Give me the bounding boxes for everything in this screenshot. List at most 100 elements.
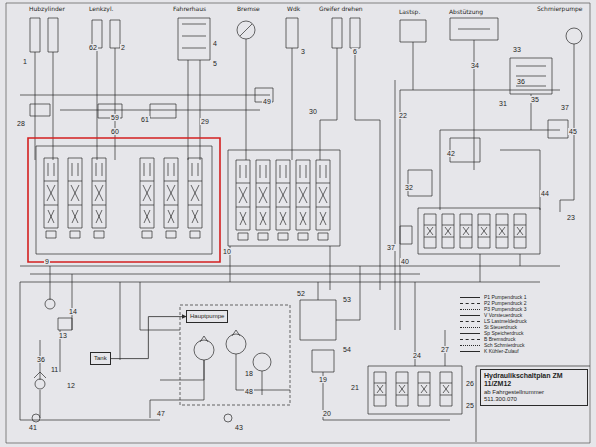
legend-row: LS Lastmeldedruck (460, 318, 527, 324)
part-label: Fahrerhaus (172, 6, 207, 12)
legend-row: P2 Pumpendruck 2 (460, 300, 527, 306)
box-text: 511.300.070 (484, 396, 584, 403)
part-label: Bremse (236, 6, 261, 12)
legend-text: P3 Pumpendruck 3 (484, 306, 527, 312)
line-sample (460, 309, 480, 310)
callout-number: 14 (68, 308, 78, 315)
callout-number: 36 (516, 78, 526, 85)
hydraulic-line (111, 317, 186, 359)
callout-number: 49 (262, 98, 272, 105)
legend-row: B Bremsdruck (460, 336, 527, 342)
callout-number: 26 (465, 380, 475, 387)
legend-row: Sch Schmierdruck (460, 342, 527, 348)
legend-row: Sp Speicherdruck (460, 330, 527, 336)
legend-text: P1 Pumpendruck 1 (484, 294, 527, 300)
callout-number: 59 (110, 114, 120, 121)
legend-text: V Vorsteuerdruck (484, 312, 522, 318)
line-sample (460, 315, 480, 316)
legend-text: LS Lastmeldedruck (484, 318, 527, 324)
callout-number: 44 (540, 190, 550, 197)
callout-number: 9 (44, 258, 50, 265)
part-label: Wdk (286, 6, 301, 12)
callout-number: 33 (512, 46, 522, 53)
line-sample (460, 303, 480, 304)
pump-box: Hauptpumpe (186, 310, 228, 323)
part-label: Abstützung (448, 9, 484, 15)
callout-number: 54 (342, 346, 352, 353)
legend-row: K Kühler-Zulauf (460, 348, 527, 354)
part-label: Hubzylinder (28, 6, 66, 12)
callout-number: 60 (110, 128, 120, 135)
callout-number: 22 (398, 112, 408, 119)
box-text: ab Fahrgestellnummer (484, 389, 584, 396)
callout-number: 62 (88, 44, 98, 51)
callout-number: 20 (322, 410, 332, 417)
line-sample (460, 345, 480, 346)
legend-text: Sch Schmierdruck (484, 342, 525, 348)
callout-number: 2 (120, 44, 126, 51)
legend-row: V Vorsteuerdruck (460, 312, 527, 318)
line-sample (460, 333, 480, 334)
callout-number: 27 (440, 346, 450, 353)
line-sample (460, 327, 480, 328)
legend-row: P1 Pumpendruck 1 (460, 294, 527, 300)
callout-number: 24 (412, 352, 422, 359)
box-text: Hauptpumpe (190, 313, 224, 320)
callout-number: 10 (222, 248, 232, 255)
callout-number: 6 (352, 48, 358, 55)
callout-number: 13 (58, 332, 68, 339)
wiring (6, 3, 590, 443)
callout-number: 61 (140, 116, 150, 123)
callout-number: 43 (234, 424, 244, 431)
legend-text: Sp Speicherdruck (484, 330, 523, 336)
legend-text: K Kühler-Zulauf (484, 348, 519, 354)
line-sample (460, 351, 480, 352)
callout-number: 53 (342, 296, 352, 303)
callout-number: 4 (212, 40, 218, 47)
legend-text: B Bremsdruck (484, 336, 515, 342)
legend-row: P3 Pumpendruck 3 (460, 306, 527, 312)
callout-number: 5 (212, 60, 218, 67)
legend-row: St Steuerdruck (460, 324, 527, 330)
line-sample (460, 321, 480, 322)
callout-number: 42 (446, 150, 456, 157)
callout-number: 3 (300, 48, 306, 55)
callout-number: 34 (470, 62, 480, 69)
callout-number: 48 (244, 388, 254, 395)
title-block: Hydraulikschaltplan ZM 11/ZM12ab Fahrges… (480, 369, 588, 406)
callout-number: 40 (400, 258, 410, 265)
callout-number: 52 (296, 290, 306, 297)
box-text: Hydraulikschaltplan ZM 11/ZM12 (484, 372, 584, 389)
callout-number: 45 (568, 128, 578, 135)
tank-box: Tank (90, 352, 111, 365)
callout-number: 31 (498, 100, 508, 107)
callout-number: 25 (465, 402, 475, 409)
callout-number: 29 (200, 118, 210, 125)
callout-number: 36 (36, 356, 46, 363)
callout-number: 11 (50, 366, 59, 373)
callout-number: 1 (22, 58, 28, 65)
callout-number: 32 (404, 184, 414, 191)
callout-number: 21 (350, 384, 360, 391)
line-sample (460, 339, 480, 340)
callout-number: 23 (566, 214, 576, 221)
part-label: Lenkzyl. (88, 6, 114, 12)
legend: P1 Pumpendruck 1P2 Pumpendruck 2P3 Pumpe… (460, 294, 527, 354)
legend-text: P2 Pumpendruck 2 (484, 300, 527, 306)
part-label: Lastsp. (398, 9, 421, 15)
callout-number: 41 (28, 424, 38, 431)
part-label: Schmierpumpe (536, 6, 584, 12)
legend-text: St Steuerdruck (484, 324, 517, 330)
callout-number: 19 (318, 376, 328, 383)
callout-number: 37 (386, 244, 396, 251)
part-label: Greifer drehen (318, 6, 364, 12)
callout-number: 28 (16, 120, 26, 127)
callout-number: 30 (308, 108, 318, 115)
line-sample (460, 297, 480, 298)
callout-number: 35 (530, 96, 540, 103)
callout-number: 12 (66, 382, 76, 389)
callout-number: 47 (156, 410, 166, 417)
callout-number: 18 (244, 370, 254, 377)
box-text: Tank (94, 355, 107, 362)
